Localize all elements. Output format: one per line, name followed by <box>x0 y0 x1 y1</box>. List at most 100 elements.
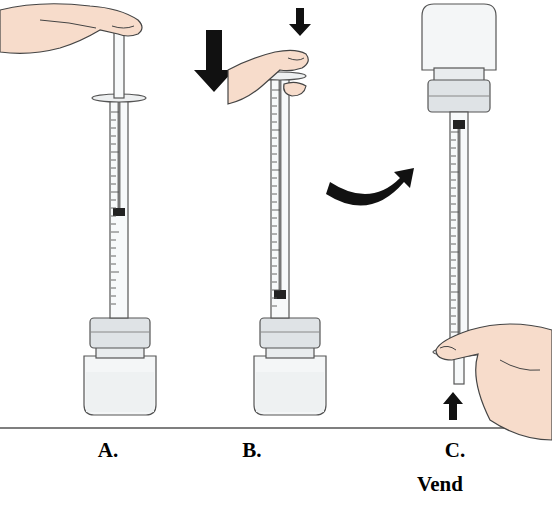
tick-marks <box>111 112 119 304</box>
vial-cap <box>90 318 150 348</box>
tick-mark <box>111 216 116 217</box>
tick-mark <box>272 162 277 163</box>
tick-mark <box>111 136 116 137</box>
hand <box>436 324 552 440</box>
tick-mark <box>111 128 116 129</box>
tick-mark <box>111 120 116 121</box>
tick-mark <box>272 234 277 235</box>
turn-arrow <box>326 168 414 206</box>
tick-marks <box>451 132 459 332</box>
tick-mark <box>111 184 116 185</box>
panel-label: B. <box>242 440 261 461</box>
tick-mark <box>272 130 280 131</box>
tick-mark <box>272 258 277 259</box>
plunger-rod <box>279 78 282 290</box>
tick-mark <box>451 292 459 293</box>
tick-mark <box>111 168 116 169</box>
panel-label: C. <box>445 440 465 461</box>
syringe-barrel <box>110 100 128 318</box>
fingernail <box>288 58 304 60</box>
tick-mark <box>272 250 280 251</box>
vial-liquid <box>86 372 154 412</box>
tick-mark <box>272 202 277 203</box>
tick-mark <box>451 196 456 197</box>
tick-mark <box>272 114 277 115</box>
tick-mark <box>272 90 280 91</box>
tick-mark <box>272 218 277 219</box>
tick-mark <box>111 256 116 257</box>
push-arrow <box>289 8 311 36</box>
panel-label: A. <box>98 440 118 461</box>
tick-mark <box>111 232 119 233</box>
tick-mark <box>451 244 456 245</box>
tick-mark <box>111 152 119 153</box>
tick-mark <box>451 188 456 189</box>
tick-mark <box>451 276 456 277</box>
tick-mark <box>451 308 456 309</box>
tick-mark <box>451 316 456 317</box>
cap-line <box>428 96 490 97</box>
tick-mark <box>451 156 456 157</box>
tick-mark <box>451 204 456 205</box>
tick-mark <box>451 180 456 181</box>
vial-body <box>422 4 496 70</box>
tick-mark <box>272 122 277 123</box>
tick-mark <box>272 106 277 107</box>
hand <box>228 50 308 104</box>
tick-mark <box>451 132 459 133</box>
panel-label: Vend <box>417 474 463 495</box>
vial-cap <box>260 318 320 348</box>
tick-mark <box>111 280 116 281</box>
tick-mark <box>111 272 119 273</box>
tick-mark <box>451 148 456 149</box>
tick-mark <box>111 240 116 241</box>
tick-mark <box>111 192 119 193</box>
hand <box>0 4 142 54</box>
tick-mark <box>111 160 116 161</box>
vial-liquid <box>256 372 324 412</box>
push-arrow <box>443 392 463 420</box>
tick-mark <box>451 212 459 213</box>
panel-b <box>228 8 326 415</box>
tick-mark <box>451 260 456 261</box>
plunger-stopper <box>453 120 465 129</box>
cap-line <box>260 332 320 333</box>
tick-mark <box>451 268 456 269</box>
fingernail <box>112 26 134 28</box>
tick-mark <box>451 220 456 221</box>
tick-mark <box>272 138 277 139</box>
panel-a <box>0 4 234 415</box>
tick-mark <box>272 298 277 299</box>
tick-mark <box>272 290 280 291</box>
vial-body <box>254 356 326 415</box>
panel-c <box>422 4 552 440</box>
tick-mark <box>111 264 116 265</box>
tick-mark <box>111 176 116 177</box>
tick-mark <box>451 252 459 253</box>
hand-crease <box>40 20 96 28</box>
tick-mark <box>272 242 277 243</box>
tick-mark <box>451 284 456 285</box>
vial-body <box>84 356 156 415</box>
tick-mark <box>272 170 280 171</box>
tick-marks <box>272 90 280 306</box>
finger <box>284 82 306 96</box>
tick-mark <box>451 140 456 141</box>
syringe-barrel <box>450 112 468 350</box>
tick-mark <box>272 154 277 155</box>
tick-mark <box>272 146 277 147</box>
tick-mark <box>451 228 456 229</box>
tick-mark <box>272 194 277 195</box>
tick-mark <box>111 296 116 297</box>
vial-cap <box>428 80 490 112</box>
tick-mark <box>111 224 116 225</box>
tick-mark <box>111 248 116 249</box>
tick-mark <box>111 144 116 145</box>
fingernail <box>440 346 456 350</box>
tick-mark <box>111 200 116 201</box>
syringe-barrel <box>271 78 289 318</box>
tick-mark <box>272 274 277 275</box>
tick-mark <box>451 172 459 173</box>
tick-mark <box>272 266 277 267</box>
